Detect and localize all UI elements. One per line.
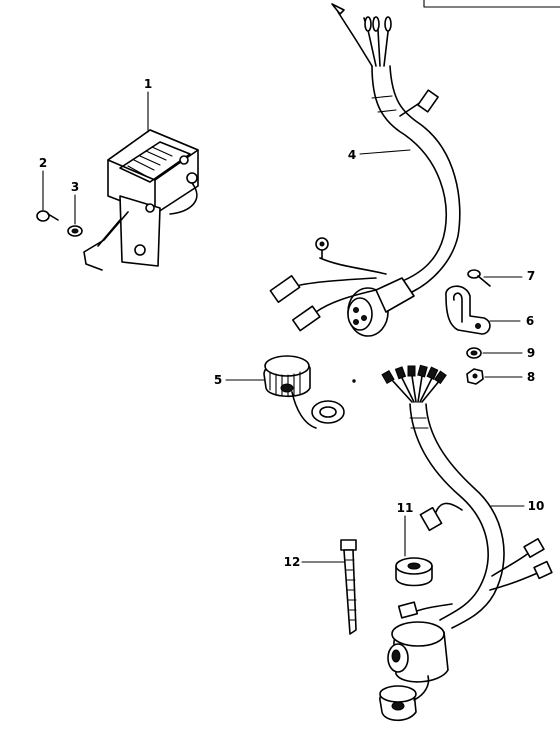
part-3-washer	[67, 225, 83, 237]
label-5: 5	[214, 373, 222, 387]
part-1-switch-unit	[83, 129, 199, 271]
part-4-wiring-harness	[269, 3, 461, 337]
frame-corner	[423, 0, 560, 8]
stray-dot	[352, 379, 356, 383]
part-6-clamp	[445, 285, 491, 335]
part-7-screw	[467, 269, 491, 287]
label-12: 12	[284, 555, 301, 569]
label-7: 7	[527, 269, 535, 283]
part-12-cable-tie	[340, 539, 357, 635]
part-8-nut	[466, 368, 484, 385]
leader-4	[359, 149, 411, 155]
label-6: 6	[526, 314, 534, 328]
part-11-grommet	[395, 557, 433, 587]
part-5-cap	[263, 355, 345, 429]
label-2: 2	[39, 156, 47, 170]
part-9-washer	[466, 347, 482, 359]
label-1: 1	[144, 77, 152, 91]
label-3: 3	[71, 180, 79, 194]
label-11: 11	[397, 501, 414, 515]
part-10-wiring-harness	[379, 364, 553, 722]
label-10: 10	[528, 499, 545, 513]
label-8: 8	[527, 370, 535, 384]
label-4: 4	[348, 148, 356, 162]
label-9: 9	[527, 346, 535, 360]
part-2-screw	[36, 210, 59, 222]
